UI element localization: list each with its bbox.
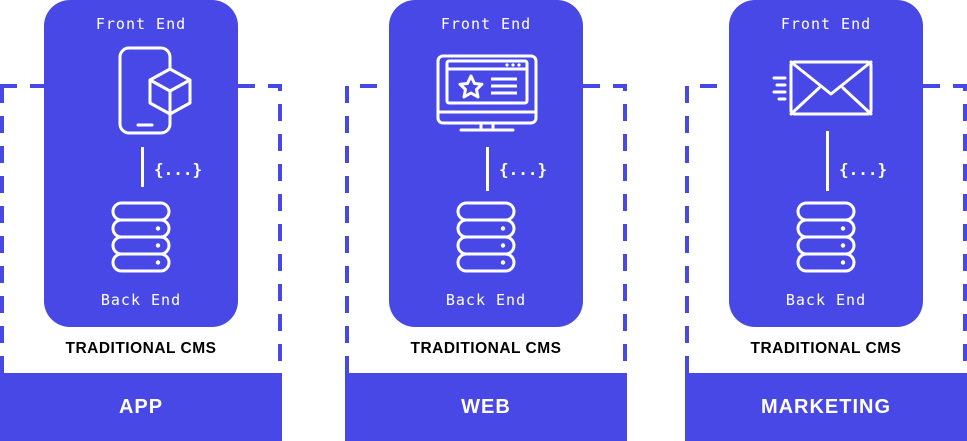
traditional-cms-label: TRADITIONAL CMS — [65, 340, 217, 357]
api-connector-line — [141, 147, 144, 187]
channel-bar: APP — [0, 373, 282, 441]
database-icon — [796, 201, 856, 273]
mobile-cube-icon — [118, 46, 192, 135]
back-end-label: Back End — [100, 291, 182, 309]
system-card: Front End {...} — [729, 0, 923, 327]
channel-label: WEB — [461, 396, 511, 418]
channel-label: APP — [118, 396, 164, 418]
channel-label: MARKETING — [760, 396, 892, 418]
system-card: Front End {...} Back End — [44, 0, 238, 327]
mail-envelope-icon — [772, 60, 873, 116]
channel-bar: MARKETING — [685, 373, 967, 441]
api-label: {...} — [839, 160, 888, 179]
api-connector-line — [486, 147, 489, 191]
back-end-label: Back End — [785, 291, 867, 309]
web-column: Front End {...} — [345, 0, 627, 441]
system-card: Front End {...} — [389, 0, 583, 327]
traditional-cms-label: TRADITIONAL CMS — [750, 340, 902, 357]
browser-window-icon — [436, 54, 538, 132]
api-label: {...} — [154, 160, 203, 179]
front-end-label: Front End — [440, 15, 532, 33]
marketing-column: Front End {...} — [685, 0, 967, 441]
cms-dashed-frame — [685, 84, 967, 373]
channel-bar: WEB — [345, 373, 627, 441]
api-label: {...} — [499, 160, 548, 179]
cms-dashed-frame — [0, 84, 282, 373]
traditional-cms-label: TRADITIONAL CMS — [410, 340, 562, 357]
front-end-label: Front End — [780, 15, 872, 33]
database-icon — [456, 201, 516, 273]
front-end-label: Front End — [95, 15, 187, 33]
api-connector-line — [826, 131, 829, 191]
back-end-label: Back End — [445, 291, 527, 309]
database-icon — [111, 201, 171, 273]
cms-dashed-frame — [345, 84, 627, 373]
app-column: Front End {...} Back End TRADITIONAL CMS… — [0, 0, 282, 441]
